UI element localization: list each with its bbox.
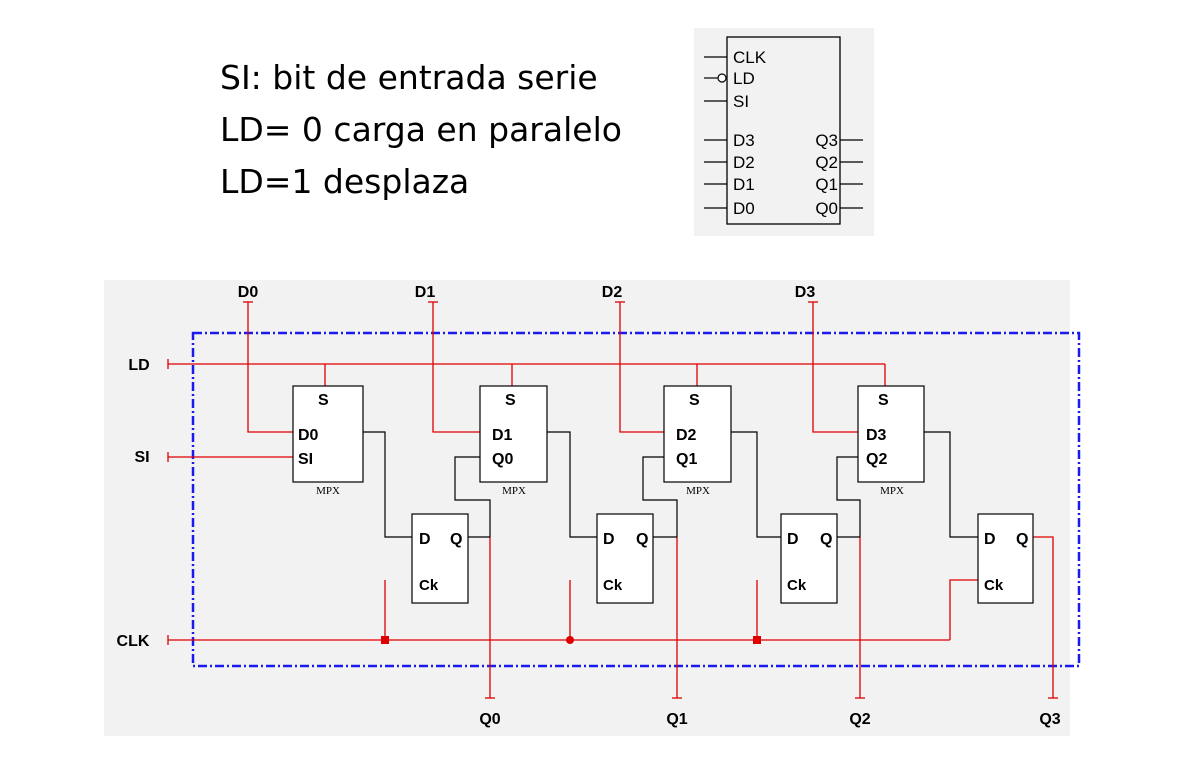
ff-q-label: Q (450, 531, 462, 548)
d2-input-label: D2 (602, 284, 623, 301)
clk-input-label: CLK (117, 633, 150, 650)
mux-input-b-label: Q1 (676, 451, 697, 468)
description: SI: bit de entrada serie LD= 0 carga en … (220, 52, 622, 208)
ff-q-label: Q (636, 531, 648, 548)
multiplexer-0: S D0 SI MPX (292, 385, 364, 497)
mux-name-label: MPX (502, 485, 526, 497)
symbol-pins (704, 56, 863, 209)
symbol-box (726, 36, 841, 225)
wiring (167, 301, 1058, 699)
mux-input-a-label: D3 (866, 427, 887, 444)
d0-input-label: D0 (238, 284, 259, 301)
ff-d-label: D (787, 531, 799, 548)
multiplexer-3: S D3 Q2 MPX (857, 385, 925, 497)
q2-output-label: Q2 (849, 711, 870, 728)
d3-input-label: D3 (795, 284, 816, 301)
flip-flop-0: D Q Ck (411, 513, 469, 604)
junction-dot (753, 636, 761, 644)
desc-line-ld1: LD=1 desplaza (220, 162, 470, 201)
symbol-d3-label: D3 (733, 131, 755, 150)
q3-output-label: Q3 (1039, 711, 1060, 728)
d1-input-label: D1 (415, 284, 436, 301)
si-input-label: SI (134, 449, 149, 466)
mux-input-a-label: D1 (492, 427, 513, 444)
mux-input-b-label: Q0 (492, 451, 513, 468)
symbol-si-label: SI (733, 92, 749, 111)
symbol-q3-label: Q3 (815, 131, 838, 150)
mux-name-label: MPX (686, 485, 710, 497)
symbol-d0-label: D0 (733, 199, 755, 218)
mux-name-label: MPX (880, 485, 904, 497)
mux-input-a-label: D2 (676, 427, 697, 444)
ff-clock-label: Ck (787, 577, 807, 594)
ff-d-label: D (419, 531, 431, 548)
symbol-d2-label: D2 (733, 153, 755, 172)
ff-q-label: Q (820, 531, 832, 548)
ld-input-label: LD (128, 357, 149, 374)
desc-line-si: SI: bit de entrada serie (220, 58, 598, 97)
symbol-q1-label: Q1 (815, 175, 838, 194)
mux-select-label: S (318, 392, 329, 409)
desc-line-ld0: LD= 0 carga en paralelo (220, 110, 622, 149)
junction-dot (566, 636, 574, 644)
mux-select-label: S (878, 392, 889, 409)
symbol-q0-label: Q0 (815, 199, 838, 218)
shift-register-circuit: LD SI CLK D0 D1 D2 D3 Q0 Q1 Q2 Q3 S D0 S… (104, 280, 1081, 736)
internal-wiring (363, 431, 978, 538)
junction-dot (381, 636, 389, 644)
multiplexer-1: S D1 Q0 MPX (479, 385, 548, 497)
multiplexer-2: S D2 Q1 MPX (663, 385, 732, 497)
ld-inversion-bubble (717, 73, 727, 83)
register-boundary (191, 331, 1081, 668)
mux-select-label: S (505, 392, 516, 409)
ff-clock-label: Ck (419, 577, 439, 594)
ff-clock-label: Ck (603, 577, 623, 594)
symbol-q2-label: Q2 (815, 153, 838, 172)
register-symbol: CLK LD SI D3 D2 D1 D0 Q3 Q2 Q1 Q0 (694, 28, 874, 236)
symbol-ld-label: LD (733, 69, 755, 88)
mux-select-label: S (689, 392, 700, 409)
mux-input-a-label: D0 (298, 427, 319, 444)
ff-q-label: Q (1016, 531, 1028, 548)
symbol-clk-label: CLK (733, 48, 767, 67)
junction-dots (381, 636, 761, 644)
symbol-background (694, 28, 874, 236)
flip-flop-2: D Q Ck (780, 513, 838, 604)
ff-d-label: D (984, 531, 996, 548)
q0-output-label: Q0 (479, 711, 500, 728)
flip-flop-3: D Q Ck (977, 513, 1034, 604)
circuit-background (104, 280, 1070, 736)
ff-clock-label: Ck (984, 577, 1004, 594)
mux-input-b-label: SI (298, 451, 313, 468)
q1-output-label: Q1 (666, 711, 687, 728)
ff-d-label: D (603, 531, 615, 548)
flip-flop-1: D Q Ck (596, 513, 654, 604)
mux-name-label: MPX (316, 485, 340, 497)
symbol-d1-label: D1 (733, 175, 755, 194)
mux-input-b-label: Q2 (866, 451, 887, 468)
